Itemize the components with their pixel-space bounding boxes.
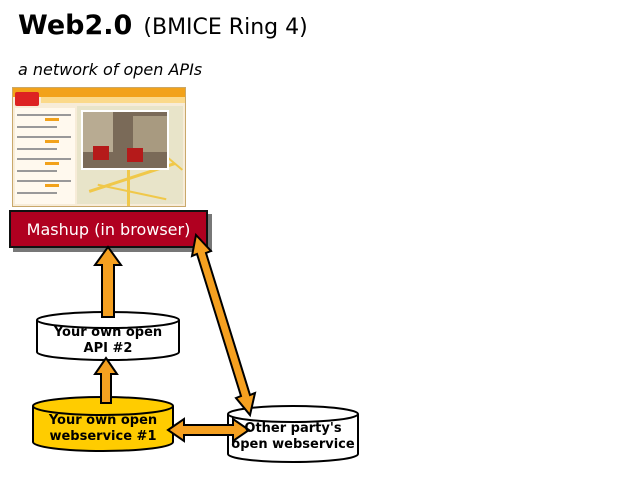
thumb-logo	[15, 92, 39, 106]
thumb-results-list	[15, 108, 75, 204]
arrow-ws1-other	[166, 417, 251, 443]
title-main: Web2.0	[18, 10, 133, 41]
api2-label: Your own open API #2	[53, 325, 163, 356]
arrow-mashup-other	[190, 232, 257, 418]
thumb-navbar	[41, 97, 185, 103]
webservice1-cylinder	[32, 396, 174, 452]
other-webservice-cylinder	[227, 405, 359, 463]
thumb-street-photo	[81, 110, 169, 170]
thumb-topbar	[13, 88, 185, 97]
slide-title: Web2.0 (BMICE Ring 4)	[18, 10, 308, 41]
webservice1-label: Your own open webservice #1	[48, 413, 158, 444]
mashup-screenshot-image	[12, 87, 186, 207]
title-sub: (BMICE Ring 4)	[143, 15, 308, 40]
slide-subtitle: a network of open APIs	[18, 60, 203, 79]
mashup-label: Mashup (in browser)	[26, 219, 191, 239]
arrow-api2-to-mashup	[93, 245, 123, 318]
other-webservice-label: Other party's open webservice	[231, 421, 355, 452]
arrow-ws1-to-api2	[93, 356, 119, 404]
